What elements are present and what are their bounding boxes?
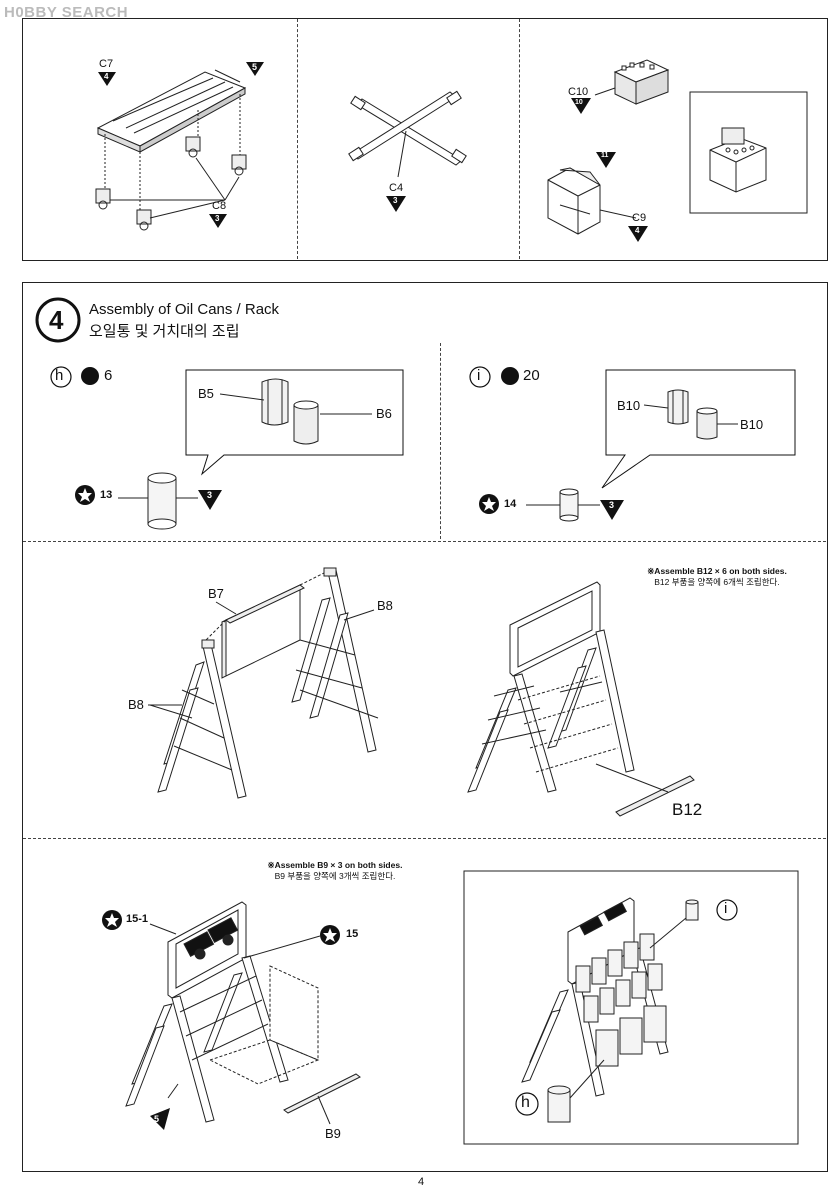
sub-i-tri: 3 [609,500,615,510]
label-b5: B5 [198,386,214,401]
page-number: 4 [418,1176,425,1188]
label-11: 11 [601,152,609,159]
label-c4: C4 [389,182,404,194]
label-b8-right: B8 [377,598,393,613]
decal-15-1: 15-1 [126,913,149,925]
label-5: 5 [252,62,258,72]
step-4-panel [22,282,828,1172]
top-panel [22,18,828,261]
label-b12: B12 [672,800,703,819]
sub-i-qty: 20 [523,367,540,384]
step-divider-1 [23,541,826,542]
label-c7: C7 [99,58,114,70]
label-b8-left: B8 [128,697,144,712]
label-b9: B9 [325,1126,341,1141]
note-b12-en: ※Assemble B12 × 6 on both sides. [647,566,787,576]
decal-14: 14 [504,498,517,510]
sub-h-tri: 3 [207,490,213,500]
step-title-ko: 오일통 및 거치대의 조립 [89,323,240,340]
top-divider-2 [519,19,520,259]
step-divider-2 [23,838,826,839]
label-c10-num: 10 [575,99,583,106]
note-b9: ※Assemble B9 × 3 on both sides. B9 부품을 양… [250,860,420,882]
label-c9: C9 [632,212,647,224]
label-c7-num: 4 [104,72,109,81]
label-c9-num: 4 [635,226,640,235]
label-c4-num: 3 [393,196,398,205]
label-b10-a: B10 [617,398,641,413]
sub-i-letter: i [477,367,481,384]
top-divider-1 [297,19,298,259]
sub-h-qty: 6 [104,367,113,384]
note-b12-ko: B12 부품을 양쪽에 6개씩 조립한다. [654,577,780,587]
sub-h-letter: h [55,367,64,384]
note-b9-en: ※Assemble B9 × 3 on both sides. [267,860,403,870]
label-b6: B6 [376,406,392,421]
decal-15: 15 [346,928,359,940]
bottom-tri-label: 5 [154,1114,160,1124]
final-h-letter: h [521,1094,530,1111]
label-b10-b: B10 [740,417,764,432]
label-c8: C8 [212,200,227,212]
step-title-en: Assembly of Oil Cans / Rack [89,301,280,318]
final-i-letter: i [724,900,728,917]
label-b7: B7 [208,586,224,601]
label-c10: C10 [568,86,589,98]
note-b9-ko: B9 부품을 양쪽에 3개씩 조립한다. [274,871,396,881]
step-number: 4 [49,305,64,335]
label-c8-num: 3 [215,214,220,223]
watermark: H0BBY SEARCH [4,4,129,21]
decal-13: 13 [100,489,113,501]
note-b12: ※Assemble B12 × 6 on both sides. B12 부품을… [632,566,802,588]
step-divider-vertical [440,343,441,539]
